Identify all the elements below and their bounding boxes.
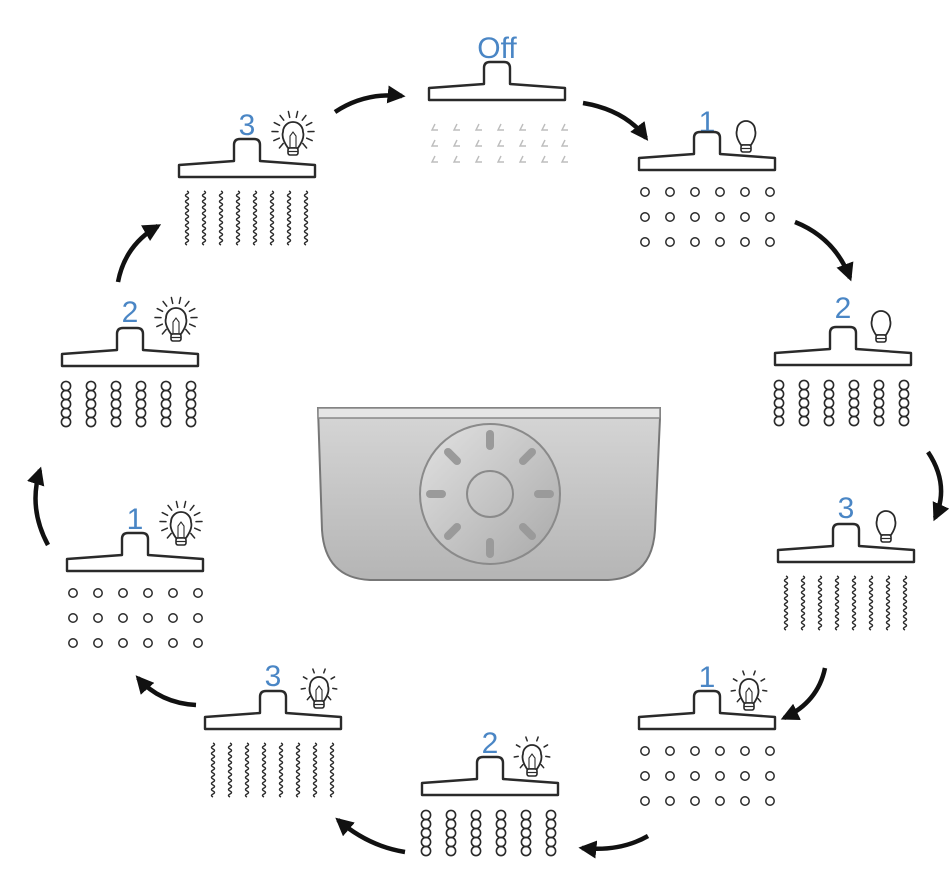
mode-label: 2	[835, 292, 852, 325]
shower-mode-m5: 2	[420, 727, 560, 857]
light-bulb-bright-icon	[154, 296, 198, 342]
spray-drops-icon	[640, 187, 775, 247]
shower-mode-m3: 3	[776, 492, 916, 631]
rotary-knob-icon[interactable]	[419, 423, 561, 565]
mode-label: 2	[482, 727, 499, 760]
spray-rings-icon	[420, 809, 557, 857]
spray-rings-icon	[60, 380, 197, 428]
shower-mode-m8: 2	[60, 296, 200, 428]
light-bulb-dim-icon	[730, 670, 768, 711]
light-bulb-off-icon	[870, 310, 892, 343]
shower-mode-m2: 2	[773, 292, 913, 427]
light-bulb-bright-icon	[159, 500, 203, 546]
cycle-arrow-icon	[135, 675, 197, 708]
cycle-arrows	[27, 85, 949, 859]
mode-label: 3	[838, 492, 855, 525]
cycle-arrow-icon	[780, 667, 828, 721]
mode-label: 1	[699, 661, 716, 694]
mode-label: 3	[239, 109, 256, 142]
spray-streams-icon	[210, 742, 335, 798]
cycle-arrow-icon	[926, 450, 949, 522]
cycle-arrow-icon	[333, 85, 406, 114]
cycle-arrow-icon	[335, 817, 406, 855]
shower-head-icon	[177, 137, 317, 179]
shower-mode-m9: 3	[177, 109, 317, 246]
control-panel	[316, 407, 661, 581]
mode-label: Off	[477, 32, 517, 65]
cycle-arrow-icon	[794, 219, 854, 282]
shower-head-icon	[773, 325, 913, 367]
cycle-arrow-icon	[27, 466, 50, 547]
shower-mode-off: Off	[427, 32, 568, 163]
spray-rings-icon	[773, 379, 910, 427]
light-bulb-off-icon	[875, 510, 897, 543]
shower-head-icon	[65, 531, 205, 573]
shower-mode-m1: 1	[637, 106, 777, 247]
light-bulb-dim-icon	[300, 668, 338, 709]
light-bulb-bright-icon	[271, 110, 315, 156]
shower-head-icon	[203, 689, 343, 731]
shower-mode-m6: 3	[203, 660, 343, 798]
cycle-arrow-icon	[578, 834, 650, 859]
mode-label: 2	[122, 296, 139, 329]
spray-drops-icon	[68, 588, 203, 648]
light-bulb-dim-icon	[513, 736, 551, 777]
shower-head-icon	[637, 130, 777, 172]
shower-head-icon	[60, 326, 200, 368]
shower-mode-m4: 1	[637, 661, 777, 806]
cycle-arrow-icon	[582, 100, 649, 141]
spray-off-icon	[430, 123, 568, 163]
shower-head-icon	[420, 755, 560, 797]
shower-head-icon	[776, 522, 916, 564]
spray-drops-icon	[640, 746, 775, 806]
mode-label: 1	[127, 503, 144, 536]
spray-streams-icon	[184, 190, 309, 246]
cycle-arrow-icon	[115, 224, 162, 283]
spray-streams-icon	[783, 575, 908, 631]
light-bulb-off-icon	[735, 120, 757, 153]
mode-label: 3	[265, 660, 282, 693]
shower-head-icon	[637, 689, 777, 731]
shower-mode-m7: 1	[65, 500, 205, 648]
shower-head-icon	[427, 60, 567, 102]
mode-label: 1	[699, 106, 716, 139]
